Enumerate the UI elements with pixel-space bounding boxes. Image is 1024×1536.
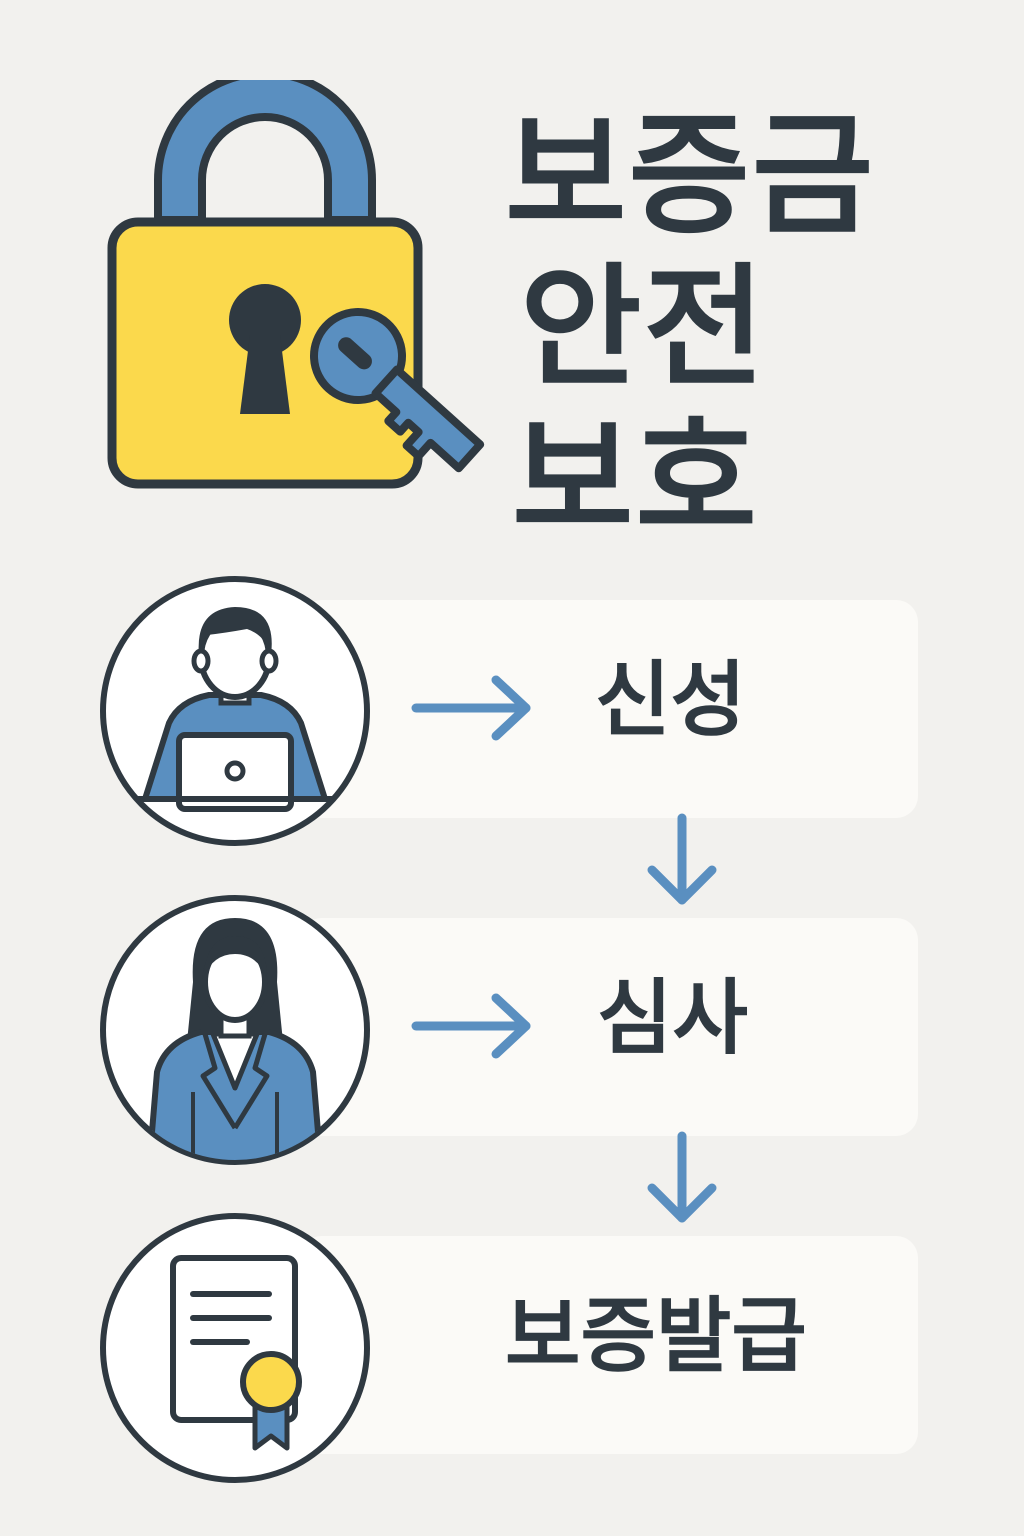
title-line-3: 보호 bbox=[512, 403, 759, 557]
padlock-key-icon bbox=[107, 80, 485, 489]
certificate-icon bbox=[100, 1213, 370, 1483]
step-label-2: 심사 bbox=[597, 971, 748, 1066]
step-card-1 bbox=[300, 600, 918, 818]
person-laptop-icon bbox=[100, 576, 370, 846]
arrow-right-icon bbox=[411, 675, 531, 741]
title-line-2: 안전 bbox=[520, 251, 767, 405]
step-label-3: 보증발급 bbox=[505, 1289, 807, 1384]
arrow-down-icon bbox=[647, 813, 717, 905]
step-label-1: 신성 bbox=[595, 653, 746, 748]
arrow-down-icon bbox=[647, 1131, 717, 1223]
step-card-2 bbox=[300, 918, 918, 1136]
arrow-right-icon bbox=[411, 993, 531, 1059]
woman-reviewer-icon bbox=[100, 895, 370, 1165]
title-line-1: 보증금 bbox=[505, 99, 876, 253]
step-card-3 bbox=[300, 1236, 918, 1454]
